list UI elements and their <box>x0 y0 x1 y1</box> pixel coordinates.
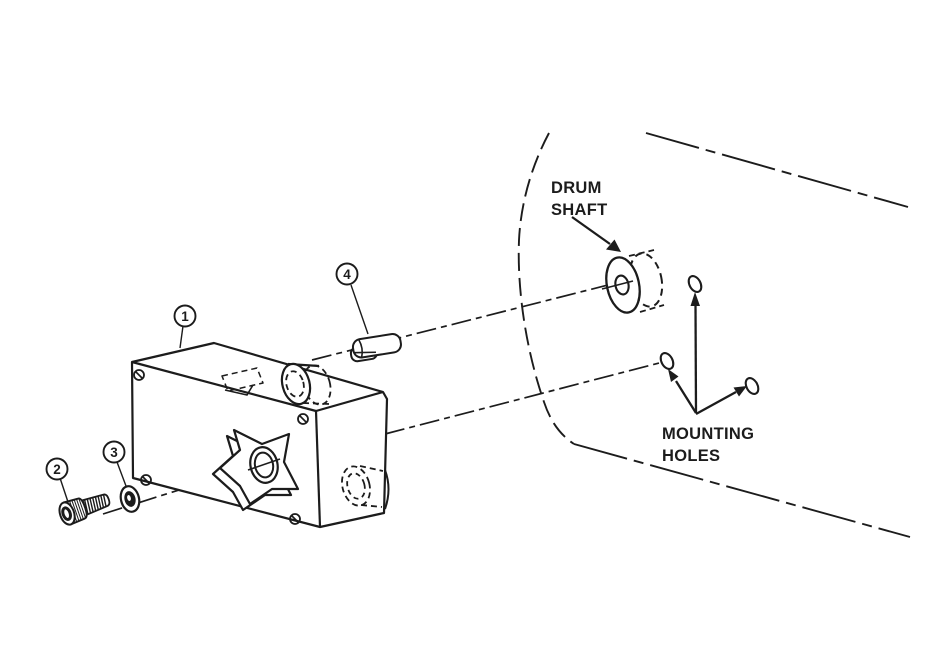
callout-4: 4 <box>335 262 369 335</box>
drum-shaft-label-line1: DRUM <box>551 179 602 197</box>
housing-front-right-edge <box>314 410 322 528</box>
drum-outline <box>517 132 911 538</box>
conduit-boss-top <box>359 465 384 472</box>
boss-front-face <box>280 362 312 406</box>
drum-top-edge <box>645 132 909 208</box>
conduit-boss-outer <box>341 465 371 507</box>
callout-1: 1 <box>173 304 197 349</box>
cover-screws <box>133 369 309 525</box>
hub-centerline-tick <box>601 280 634 290</box>
callout-3-balloon <box>102 440 126 464</box>
callout-2-balloon <box>45 457 69 481</box>
hub-bottom-hidden <box>639 304 665 313</box>
callout-1-balloon <box>173 304 197 328</box>
screw-threads <box>83 494 107 515</box>
mounting-hole <box>687 275 703 293</box>
mounting-holes-label-line2: HOLES <box>662 447 720 465</box>
cam-bore-centerline-tick <box>247 458 281 471</box>
screw <box>58 493 111 526</box>
callout-1-number: 1 <box>181 309 189 324</box>
drum-shaft-label-group: DRUM SHAFT <box>551 179 621 252</box>
washer <box>119 485 141 513</box>
conduit-boss-inner <box>346 472 366 500</box>
drum-shaft-arrowhead <box>606 239 621 252</box>
conduit-boss-bulge <box>384 469 390 510</box>
drum-shaft-label-line2: SHAFT <box>551 201 608 219</box>
mounting-holes-label-line1: MOUNTING <box>662 425 754 443</box>
cover-screw-icon <box>140 474 152 486</box>
callout-2: 2 <box>45 457 69 503</box>
drum-bottom-edge <box>573 443 911 538</box>
coupling-slot <box>353 351 376 354</box>
cover-screw-slot <box>135 371 143 379</box>
mounting-hole <box>744 377 760 395</box>
callout-4-leader <box>350 284 369 335</box>
coupling-end-line <box>358 339 364 358</box>
drum-shaft-arrow-line <box>571 216 611 245</box>
callout-2-leader <box>59 477 69 503</box>
cover-screw-icon <box>133 369 145 381</box>
callout-4-number: 4 <box>343 267 351 282</box>
housing-top-front-edge <box>131 360 317 413</box>
mounting-hole-arrow-up <box>694 303 698 414</box>
screw-socket <box>61 506 72 521</box>
coupling-body <box>351 333 402 359</box>
hub-front-face <box>605 256 641 314</box>
cover-screw-slot <box>299 415 307 423</box>
top-cover-tab <box>224 384 254 396</box>
shaft-coupling <box>349 333 402 363</box>
mounting-holes-label-group: MOUNTING HOLES <box>662 292 754 465</box>
callout-3: 3 <box>102 440 127 487</box>
mounting-hole <box>659 352 675 370</box>
conduit-boss-bottom <box>360 504 383 508</box>
callout-3-number: 3 <box>110 445 118 460</box>
mounting-hole-arrow-left <box>675 380 697 414</box>
cover-screw-icon <box>289 513 301 525</box>
cover-screw-icon <box>297 413 309 425</box>
mounting-holes <box>659 275 760 395</box>
conduit-boss-hidden <box>341 465 390 510</box>
housing-shaft-boss <box>280 362 332 406</box>
mounting-hole-arrowhead-right <box>733 386 747 397</box>
top-cover-plate-hidden <box>221 367 264 392</box>
housing-right-top-edge <box>315 390 384 413</box>
housing-body <box>130 341 389 529</box>
hub-top-hidden <box>628 249 655 257</box>
washer-hole <box>127 495 131 501</box>
drum-shaft-hub <box>601 249 665 314</box>
boss-bottom-hidden <box>302 402 331 405</box>
callout-4-balloon <box>335 262 359 286</box>
hub-center-hole <box>614 274 630 296</box>
mounting-hole-arrowhead-left <box>668 369 679 382</box>
drum-end-arc <box>517 132 575 445</box>
callout-1-leader <box>179 325 184 349</box>
cover-screw-slot <box>142 476 150 484</box>
lower-center-line-right <box>384 361 664 435</box>
mounting-hole-arrowhead-up <box>690 292 700 306</box>
callout-3-leader <box>116 461 127 487</box>
callout-2-number: 2 <box>53 462 61 477</box>
gearbox-housing <box>130 341 390 529</box>
cam-flange <box>211 428 300 512</box>
cover-screw-slot <box>291 515 299 523</box>
mounting-hole-arrow-right <box>695 390 737 416</box>
cam-bore-outer <box>249 446 279 484</box>
boss-bore-hidden <box>285 370 305 398</box>
